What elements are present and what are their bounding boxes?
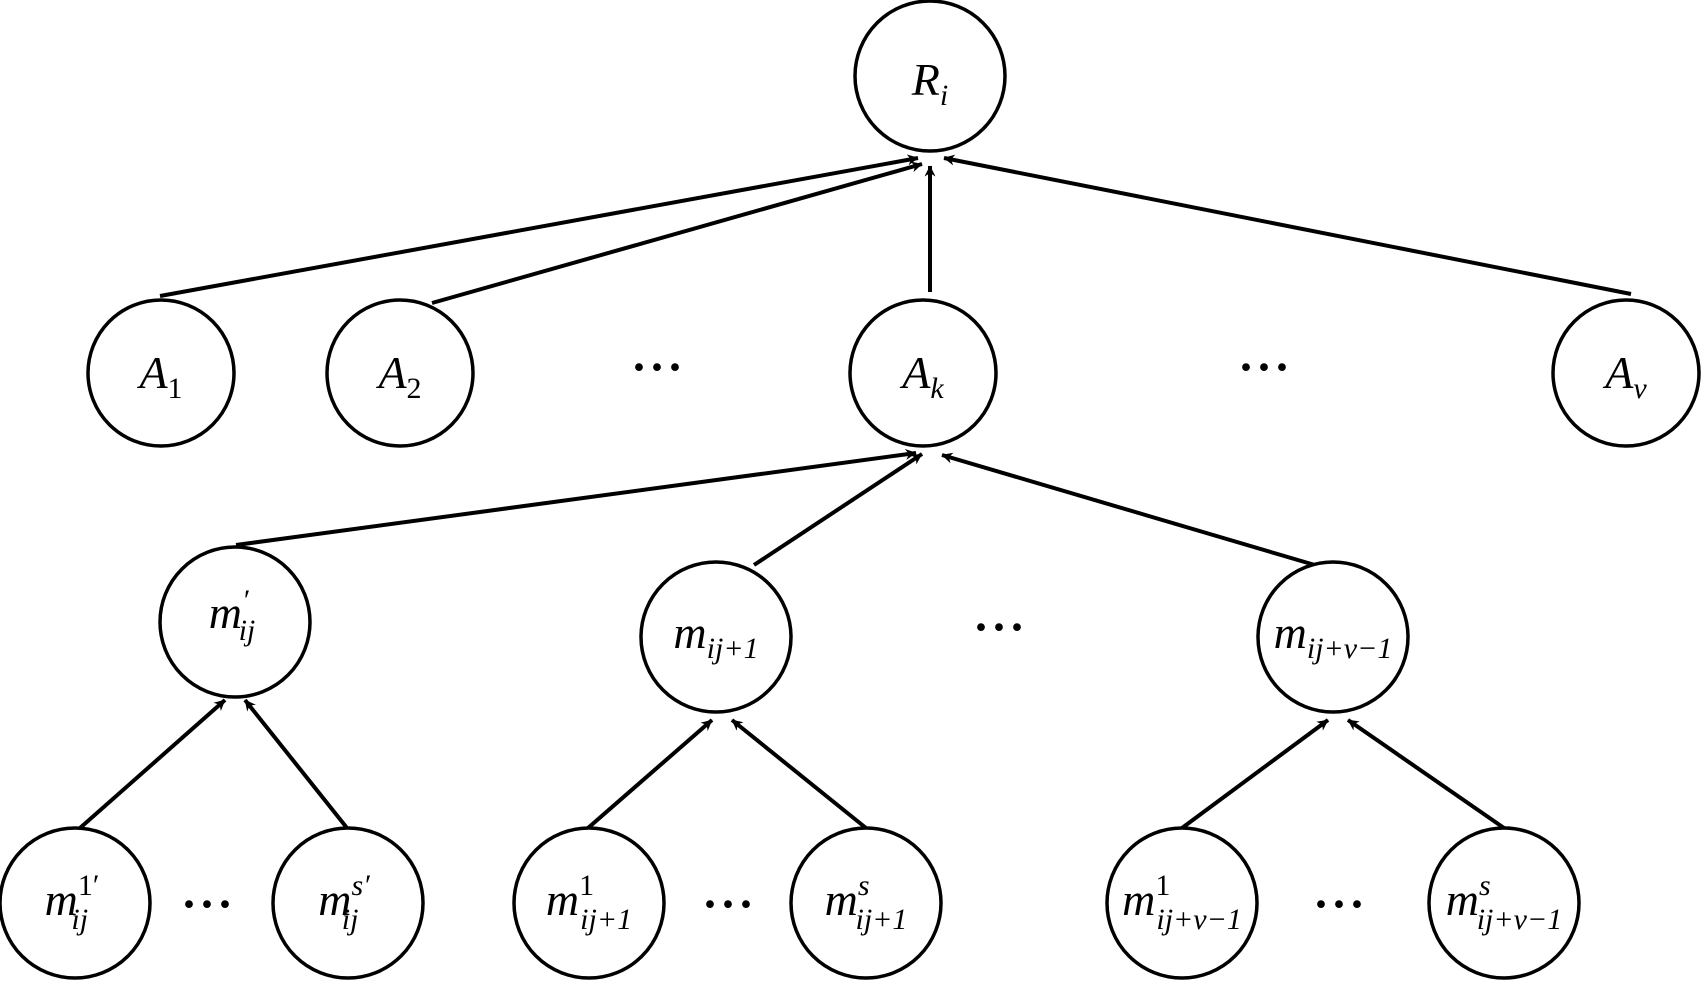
edge-av-to-root bbox=[943, 154, 1632, 296]
node-m-ij-plus-1: mij+1 bbox=[639, 560, 793, 714]
ellipsis-level2: ··· bbox=[973, 601, 1027, 654]
node-a2-label: A2 bbox=[375, 347, 421, 405]
edge-a2-to-root bbox=[431, 161, 923, 305]
ellipsis-level3-group2: ··· bbox=[702, 878, 756, 931]
edge-l3e-to-mijv bbox=[1180, 718, 1330, 830]
ellipsis-level3-group3: ··· bbox=[1313, 878, 1367, 931]
edge-l3a-to-mij bbox=[78, 698, 227, 830]
node-m-ij-1-prime: m1′ij bbox=[0, 826, 152, 980]
edge-l3b-to-mij bbox=[243, 698, 349, 830]
node-av: Av bbox=[1551, 298, 1701, 448]
edges-to-level2 bbox=[78, 698, 1506, 830]
edge-l3c-to-mij1 bbox=[586, 718, 714, 830]
node-m-ij-s-prime: ms′ij bbox=[271, 826, 425, 980]
edge-a1-to-root bbox=[159, 154, 919, 298]
ellipsis-level3-group1: ··· bbox=[181, 878, 235, 931]
node-ak-label: Ak bbox=[899, 347, 944, 405]
node-av-label: Av bbox=[1602, 347, 1647, 405]
ellipsis-level1-right: ··· bbox=[1238, 341, 1292, 394]
node-root-label: Ri bbox=[911, 54, 948, 112]
node-m-ij-plus-v-minus-1: mij+v−1 bbox=[1256, 560, 1410, 714]
node-root: Ri bbox=[853, 0, 1007, 153]
edge-mijv-to-ak bbox=[941, 452, 1326, 570]
node-a2: A2 bbox=[325, 298, 475, 448]
node-m-ij-s-prime-label: ms′ij bbox=[318, 869, 370, 936]
node-m-ij-1-prime-label: m1′ij bbox=[45, 869, 100, 936]
node-m-ij-plus-1-label: mij+1 bbox=[673, 607, 758, 665]
edge-mij-to-ak bbox=[235, 448, 917, 547]
edges-to-ak bbox=[235, 448, 1326, 570]
edge-l3f-to-mijv bbox=[1346, 718, 1506, 830]
node-ak: Ak bbox=[848, 298, 998, 448]
edge-mij1-to-ak bbox=[752, 452, 924, 567]
ellipsis-level1-left: ··· bbox=[631, 341, 685, 394]
node-m-ij-prime-label: m′ij bbox=[209, 584, 255, 647]
edges-to-root bbox=[159, 154, 1632, 305]
edge-l3d-to-mij1 bbox=[730, 718, 868, 830]
node-a1-label: A1 bbox=[136, 347, 182, 405]
node-a1: A1 bbox=[86, 298, 236, 448]
node-m-ij-plus-v-minus-1-label: mij+v−1 bbox=[1274, 607, 1393, 665]
node-m-ij-prime: m′ij bbox=[158, 545, 312, 699]
